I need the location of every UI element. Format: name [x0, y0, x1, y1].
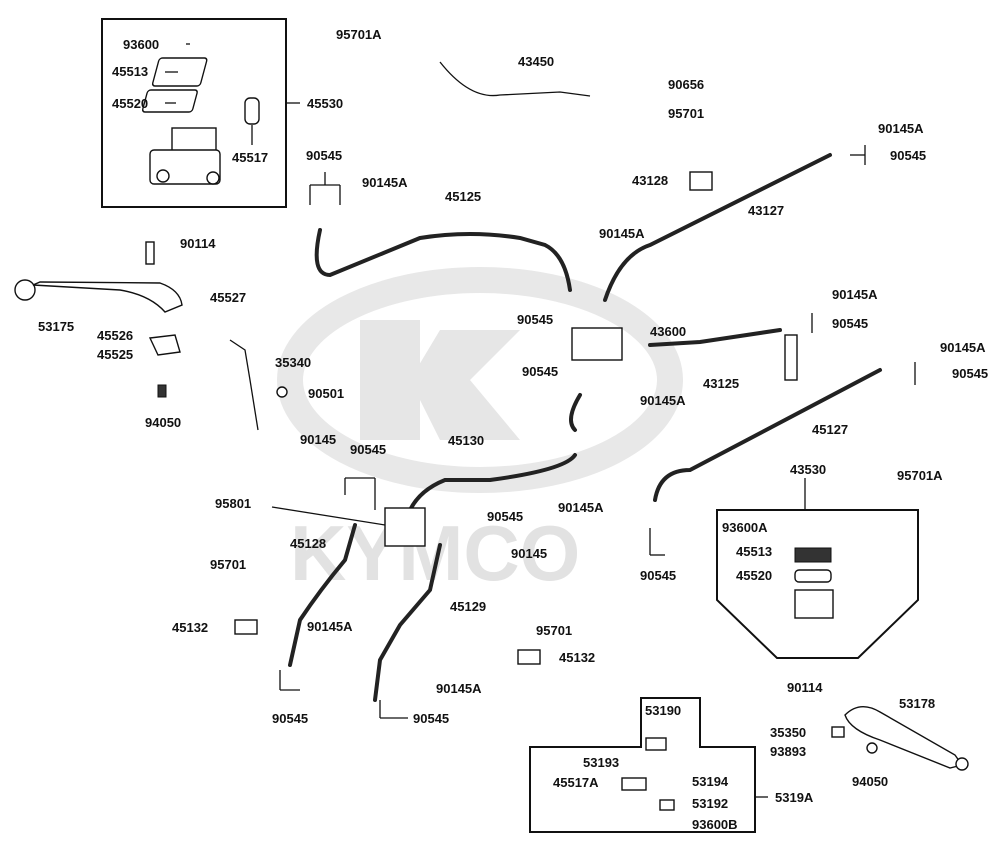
label-45128: 45128 [290, 536, 326, 551]
label-45520: 45520 [112, 96, 148, 111]
label-45130: 45130 [448, 433, 484, 448]
label-43125: 43125 [703, 376, 739, 391]
junction-parts [234, 171, 798, 665]
label-43530: 43530 [790, 462, 826, 477]
label-90545-c1: 90545 [517, 312, 553, 327]
label-94050-l: 94050 [145, 415, 181, 430]
hoses [229, 61, 882, 702]
label-5319a: 5319A [775, 790, 814, 805]
label-90545-l: 90545 [306, 148, 342, 163]
label-94050-r: 94050 [852, 774, 888, 789]
lever-kit-box [529, 697, 768, 833]
label-90145a-lb: 90145A [307, 619, 353, 634]
label-90145a-c: 90145A [640, 393, 686, 408]
label-90145a-mid: 90145A [599, 226, 645, 241]
label-90145a-r1: 90145A [832, 287, 878, 302]
label-90545-tr: 90545 [890, 148, 926, 163]
label-90545-r1: 90545 [832, 316, 868, 331]
label-45513: 45513 [112, 64, 148, 79]
left-brake-lever [14, 241, 183, 398]
master-cylinder-box-top-left [101, 18, 300, 208]
label-45132-l: 45132 [172, 620, 208, 635]
label-35340: 35340 [275, 355, 311, 370]
label-90545-b2: 90545 [413, 711, 449, 726]
label-90545-b1: 90545 [272, 711, 308, 726]
label-90656: 90656 [668, 77, 704, 92]
leader-lines [271, 145, 916, 719]
label-45125: 45125 [445, 189, 481, 204]
label-35350: 35350 [770, 725, 806, 740]
label-95701a-r: 95701A [897, 468, 943, 483]
master-cylinder-box-bottom-right [716, 478, 919, 659]
label-90114-top: 90114 [180, 236, 216, 251]
label-45520-b: 45520 [736, 568, 772, 583]
label-93600: 93600 [123, 37, 159, 52]
label-95701-m: 95701 [536, 623, 572, 638]
label-45517: 45517 [232, 150, 268, 165]
label-53193: 53193 [583, 755, 619, 770]
label-53192: 53192 [692, 796, 728, 811]
label-90145-m: 90145 [511, 546, 547, 561]
label-90145a-m3: 90145A [558, 500, 604, 515]
label-45517a: 45517A [553, 775, 599, 790]
label-90145a-tr: 90145A [878, 121, 924, 136]
label-93893: 93893 [770, 744, 806, 759]
label-90545-m: 90545 [350, 442, 386, 457]
label-53194: 53194 [692, 774, 729, 789]
right-brake-lever [831, 706, 969, 771]
label-45527: 45527 [210, 290, 246, 305]
label-43450: 43450 [518, 54, 554, 69]
watermark-text: KYMCO [290, 509, 580, 597]
label-95701-top: 95701 [668, 106, 704, 121]
label-53190: 53190 [645, 703, 681, 718]
label-45132-m: 45132 [559, 650, 595, 665]
label-90145a-l: 90145A [362, 175, 408, 190]
label-45530: 45530 [307, 96, 343, 111]
label-90545-r2: 90545 [952, 366, 988, 381]
label-93600a: 93600A [722, 520, 768, 535]
label-53178: 53178 [899, 696, 935, 711]
label-45526: 45526 [97, 328, 133, 343]
label-90501: 90501 [308, 386, 344, 401]
label-45525: 45525 [97, 347, 133, 362]
part-labels: 93600 45513 45520 45530 45517 95701A 434… [38, 27, 988, 832]
label-45513-b: 45513 [736, 544, 772, 559]
label-90545-c2: 90545 [522, 364, 558, 379]
label-43600: 43600 [650, 324, 686, 339]
label-90114-r: 90114 [787, 680, 823, 695]
label-95701-l: 95701 [210, 557, 246, 572]
label-90145a-b: 90145A [436, 681, 482, 696]
label-90145a-r2: 90145A [940, 340, 986, 355]
label-45129: 45129 [450, 599, 486, 614]
label-43128: 43128 [632, 173, 668, 188]
label-43127-top: 43127 [748, 203, 784, 218]
label-93600b: 93600B [692, 817, 738, 832]
label-90145: 90145 [300, 432, 336, 447]
label-95801: 95801 [215, 496, 251, 511]
label-53175: 53175 [38, 319, 74, 334]
label-45127: 45127 [812, 422, 848, 437]
label-90545-m2: 90545 [487, 509, 523, 524]
label-90545-m3: 90545 [640, 568, 676, 583]
label-95701a-top: 95701A [336, 27, 382, 42]
